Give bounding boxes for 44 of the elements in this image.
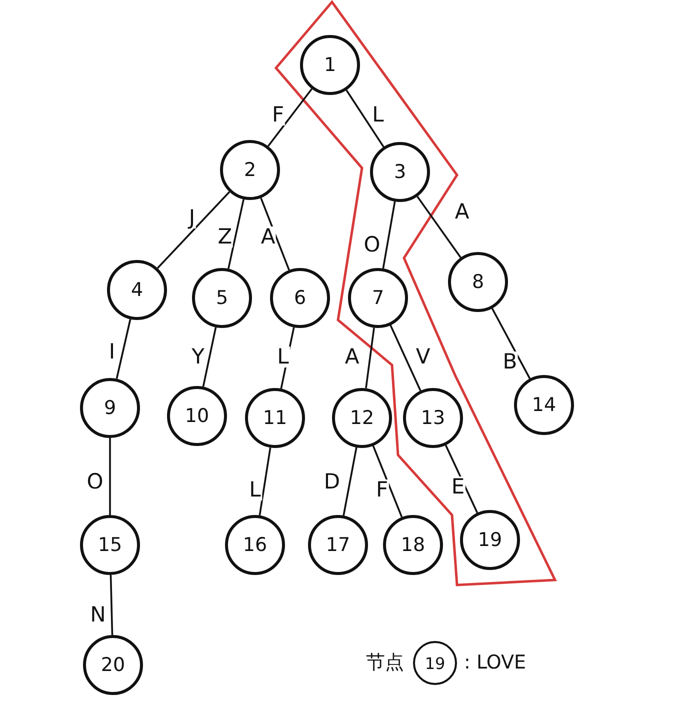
tree-node-circle: 19: [460, 510, 520, 570]
legend-text: : LOVE: [464, 654, 526, 672]
tree-edge: [202, 327, 217, 387]
tree-edge: [346, 90, 384, 148]
tree-edge: [258, 448, 272, 516]
tree-node-circle: 2: [220, 140, 280, 200]
tree-node-circle: 20: [83, 635, 143, 695]
edge-label: L: [276, 346, 290, 368]
tree-node-circle: 1: [300, 35, 360, 95]
tree-edge: [156, 191, 230, 269]
tree-edge: [416, 196, 462, 258]
tree-edge: [372, 446, 403, 518]
tree-node-circle: 15: [80, 515, 140, 575]
tree-edge: [110, 574, 114, 636]
tree-node-circle: 9: [80, 378, 140, 438]
edge-label: Z: [216, 226, 234, 248]
tree-node-circle: 14: [514, 375, 574, 435]
tree-node-circle: 4: [107, 260, 167, 320]
tree-node-circle: 16: [225, 515, 285, 575]
tree-edge: [365, 328, 375, 388]
tree-edge: [228, 199, 244, 269]
tree-node-circle: 6: [270, 268, 330, 328]
tree-node-circle: 5: [192, 268, 252, 328]
tree-node-circle: 11: [245, 388, 305, 448]
tree-node-circle: 19: [413, 641, 457, 685]
tree-edge: [109, 438, 111, 515]
tree-edge: [382, 201, 396, 269]
tree-edge: [342, 447, 358, 516]
tree-edge: [116, 319, 132, 379]
tree-node-circle: 7: [348, 268, 408, 328]
tree-node-circle: 8: [448, 252, 508, 312]
tree-edge: [390, 324, 422, 392]
tree-node-circle: 17: [308, 515, 368, 575]
tree-node-circle: 13: [403, 388, 463, 448]
tree-edge: [280, 327, 295, 389]
tree-node-circle: 12: [332, 388, 392, 448]
tree-edge: [491, 308, 531, 379]
tree-edge: [260, 198, 290, 270]
tree-node-circle: 18: [383, 515, 443, 575]
tree-node-circle: 10: [167, 386, 227, 446]
edge-label: L: [248, 480, 262, 500]
edge-label: J: [188, 208, 196, 228]
tree-node-circle: 3: [370, 142, 430, 202]
tree-edge: [444, 444, 478, 514]
